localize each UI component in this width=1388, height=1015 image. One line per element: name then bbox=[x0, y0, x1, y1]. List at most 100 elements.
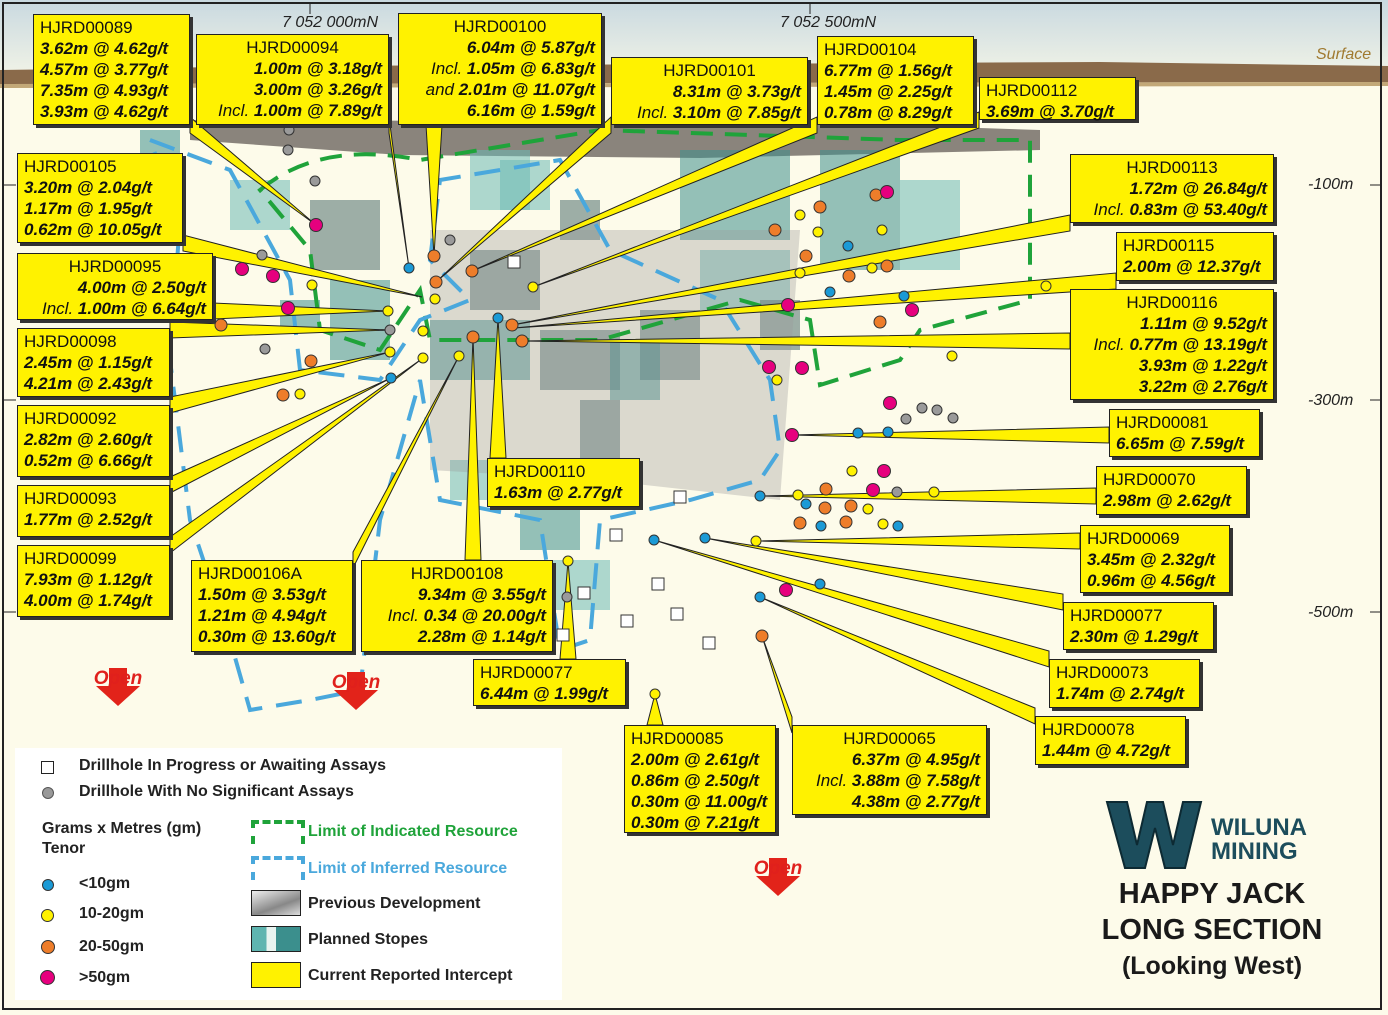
title-line-1: HAPPY JACK bbox=[1118, 878, 1306, 910]
inferred-resource-limit bbox=[146, 136, 783, 713]
callout-leader bbox=[532, 111, 980, 288]
pierce-point-10-20 bbox=[812, 226, 824, 238]
drillhole-id: HJRD00110 bbox=[494, 462, 586, 481]
pierce-point-in-progress bbox=[556, 628, 570, 642]
intercept-value: 3.69m @ 3.70g/t bbox=[986, 102, 1115, 121]
intercept-value: 7.93m @ 1.12g/t bbox=[24, 570, 153, 589]
callout-leaders bbox=[169, 111, 1117, 734]
pierce-point-10-20 bbox=[928, 486, 940, 498]
pierce-point-lt10 bbox=[754, 591, 766, 603]
open-label: Open bbox=[331, 672, 381, 693]
pierce-point-20-50 bbox=[819, 482, 833, 496]
legend-previous-development: Previous Development bbox=[308, 895, 481, 912]
title-line-2: LONG SECTION bbox=[1101, 914, 1323, 946]
open-label: Open bbox=[753, 858, 803, 879]
callout-leader bbox=[189, 115, 317, 226]
indicated-resource-limit bbox=[257, 127, 1032, 388]
callout-leader bbox=[169, 351, 391, 414]
pierce-point-20-50 bbox=[304, 354, 318, 368]
pierce-point-gt50 bbox=[779, 583, 793, 597]
intercept-swatch bbox=[251, 962, 301, 988]
drillhole-id: HJRD00101 bbox=[663, 61, 756, 80]
intercept-line: 2.00m @ 2.61g/t bbox=[631, 749, 769, 770]
drillhole-id: HJRD00089 bbox=[40, 18, 133, 37]
intercept-line: 7.35m @ 4.93g/t bbox=[40, 80, 183, 101]
pierce-point-20-50 bbox=[880, 259, 894, 273]
intercept-prefix: Incl. bbox=[387, 606, 419, 625]
intercept-line: 3.93m @ 4.62g/t bbox=[40, 101, 183, 122]
intercept-value: 1.00m @ 7.89g/t bbox=[253, 101, 382, 120]
callout-leader bbox=[435, 115, 612, 283]
logo-text-mining: MINING bbox=[1211, 838, 1298, 865]
intercept-value: 2.98m @ 2.62g/t bbox=[1103, 491, 1232, 510]
pierce-point-in-progress bbox=[577, 586, 591, 600]
intercept-line: 0.78m @ 8.29g/t bbox=[824, 102, 967, 123]
intercept-line: Incl. 3.10m @ 7.85g/t bbox=[618, 102, 801, 123]
pierce-point-10-20 bbox=[417, 325, 429, 337]
legend-class-10-20: 10-20gm bbox=[79, 905, 144, 922]
pierce-point-in-progress bbox=[651, 577, 665, 591]
open-label: Open bbox=[93, 668, 143, 689]
pierce-point-lt10 bbox=[882, 426, 894, 438]
pierce-point-no-significant bbox=[891, 486, 903, 498]
intercept-value: 2.01m @ 11.07g/t bbox=[458, 80, 595, 99]
intercept-line: 1.21m @ 4.94g/t bbox=[198, 605, 346, 626]
pierce-point-gt50 bbox=[795, 361, 809, 375]
pierce-point-20-50 bbox=[813, 200, 827, 214]
planned-stope bbox=[580, 400, 620, 460]
intercept-prefix: Incl. bbox=[636, 103, 669, 122]
callout-leader bbox=[352, 355, 460, 569]
intercept-line: 3.00m @ 3.26g/t bbox=[203, 79, 382, 100]
open-indicator-bottom: Open bbox=[743, 858, 813, 896]
drillhole-id: HJRD00112 bbox=[986, 81, 1078, 100]
pierce-point-lt10 bbox=[852, 427, 864, 439]
intercept-value: 0.77m @ 13.19g/t bbox=[1129, 335, 1267, 354]
pierce-point-10-20 bbox=[771, 374, 783, 386]
intercept-value: 1.05m @ 6.83g/t bbox=[466, 59, 595, 78]
intercept-line: 1.17m @ 1.95g/t bbox=[24, 198, 176, 219]
intercept-callout: HJRD00110 1.63m @ 2.77g/t bbox=[487, 458, 640, 507]
pierce-point-no-significant bbox=[282, 144, 294, 156]
intercept-value: 1.63m @ 2.77g/t bbox=[494, 483, 623, 502]
intercept-line: 0.86m @ 2.50g/t bbox=[631, 770, 769, 791]
legend-planned-stopes: Planned Stopes bbox=[308, 931, 429, 948]
pierce-point-20-50 bbox=[214, 318, 228, 332]
legend-gm-title: Grams x Metres (gm) bbox=[42, 820, 202, 837]
intercept-value: 4.21m @ 2.43g/t bbox=[24, 374, 153, 393]
pierce-point-gt50 bbox=[877, 464, 891, 478]
callout-leader bbox=[513, 272, 1117, 329]
pierce-point-10-20 bbox=[794, 209, 806, 221]
drillhole-id: HJRD00081 bbox=[1116, 413, 1209, 432]
intercept-line: 6.37m @ 4.95g/t bbox=[799, 749, 980, 770]
intercept-value: 3.00m @ 3.26g/t bbox=[253, 80, 382, 99]
intercept-value: 6.16m @ 1.59g/t bbox=[466, 101, 595, 120]
depth-label-500: -500m bbox=[1308, 604, 1354, 621]
pierce-point-lt10 bbox=[385, 372, 397, 384]
intercept-line: 9.34m @ 3.55g/t bbox=[368, 584, 546, 605]
drillhole-pierce-points bbox=[214, 124, 1052, 700]
inferred-line-icon bbox=[251, 856, 305, 880]
intercept-line: 0.30m @ 13.60g/t bbox=[198, 626, 346, 647]
callout-leader bbox=[169, 357, 424, 555]
pierce-point-10-20 bbox=[294, 388, 306, 400]
legend-tenor-title: Tenor bbox=[42, 840, 86, 857]
surface-label: Surface bbox=[1316, 46, 1372, 63]
intercept-line: 0.52m @ 6.66g/t bbox=[24, 450, 163, 471]
drillhole-id: HJRD00093 bbox=[24, 489, 117, 508]
intercept-value: 0.30m @ 7.21g/t bbox=[631, 813, 760, 832]
intercept-line: 3.93m @ 1.22g/t bbox=[1077, 355, 1267, 376]
intercept-value: 0.96m @ 4.56g/t bbox=[1087, 571, 1216, 590]
pierce-point-10-20 bbox=[846, 465, 858, 477]
intercept-value: 4.38m @ 2.77g/t bbox=[851, 792, 980, 811]
logo-text-wiluna: WILUNA bbox=[1211, 814, 1307, 841]
